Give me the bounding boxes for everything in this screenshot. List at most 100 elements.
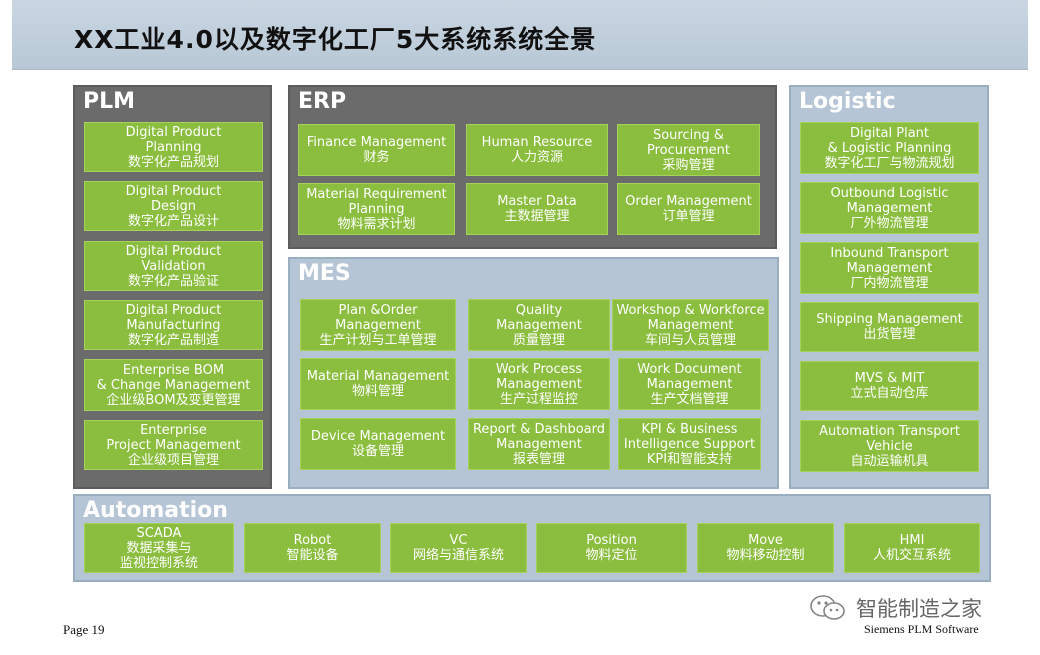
- title-bar: XX工业4.0以及数字化工厂5大系统系统全景: [12, 0, 1028, 70]
- box-zh-label: 报表管理: [512, 451, 565, 467]
- plm-box-bom: Enterprise BOM & Change Management 企业级BO…: [84, 359, 263, 411]
- logistic-box-mvs: MVS & MIT 立式自动仓库: [800, 361, 979, 411]
- logistic-box-shipping: Shipping Management 出货管理: [800, 302, 979, 352]
- erp-box-hr: Human Resource 人力资源: [466, 124, 608, 176]
- box-en-label: Automation Transport Vehicle: [819, 423, 960, 454]
- box-zh-label: 企业级项目管理: [127, 452, 219, 468]
- mes-box-quality: Quality Management 质量管理: [468, 299, 610, 351]
- box-en-label: Digital Product Validation: [125, 243, 222, 274]
- box-zh-label: 物料移动控制: [726, 548, 805, 563]
- box-zh-label: KPI和智能支持: [646, 451, 733, 467]
- watermark: 智能制造之家: [808, 591, 1018, 625]
- box-en-label: MVS & MIT: [854, 371, 925, 386]
- erp-box-order: Order Management 订单管理: [617, 183, 760, 235]
- box-zh-label: 数字化产品规划: [127, 154, 219, 170]
- box-zh-label: 财务: [363, 150, 390, 165]
- box-zh-label: 人力资源: [510, 150, 563, 165]
- box-zh-label: 厂内物流管理: [850, 275, 929, 291]
- box-zh-label: 出货管理: [863, 327, 916, 342]
- box-en-label: Shipping Management: [816, 312, 963, 327]
- page-number: Page 19: [63, 622, 105, 637]
- automation-box-vc: VC 网络与通信系统: [390, 523, 527, 573]
- box-en-label: Report & Dashboard Management: [472, 421, 606, 452]
- box-en-label: Work Document Management: [637, 361, 742, 392]
- box-en-label: Plan &Order Management: [335, 302, 421, 333]
- wechat-icon: [810, 595, 845, 620]
- box-en-label: SCADA: [136, 525, 182, 541]
- box-zh-label: 数字化产品制造: [127, 332, 219, 348]
- box-en-label: Material Requirement Planning: [306, 186, 447, 217]
- logistic-title: Logistic: [799, 89, 896, 114]
- mes-box-material: Material Management 物料管理: [300, 358, 456, 410]
- box-zh-label: 数字化工厂与物流规划: [824, 155, 955, 171]
- box-zh-label: 物料需求计划: [337, 216, 416, 232]
- automation-title: Automation: [83, 498, 228, 523]
- box-zh-label: 智能设备: [286, 548, 339, 563]
- mes-box-kpi: KPI & Business Intelligence Support KPI和…: [618, 418, 761, 470]
- erp-box-mrp: Material Requirement Planning 物料需求计划: [298, 183, 455, 235]
- box-zh-label: 质量管理: [512, 332, 565, 348]
- box-en-label: Enterprise BOM & Change Management: [96, 362, 251, 393]
- box-en-label: Outbound Logistic Management: [830, 185, 949, 216]
- box-zh-label: 主数据管理: [504, 209, 570, 224]
- box-en-label: HMI: [899, 533, 925, 548]
- box-en-label: Finance Management: [306, 135, 447, 150]
- box-zh-label: 自动运输机具: [850, 453, 929, 469]
- box-en-label: Enterprise Project Management: [106, 422, 241, 453]
- box-zh-label: 物料定位: [585, 548, 638, 563]
- erp-box-masterdata: Master Data 主数据管理: [466, 183, 608, 235]
- box-en-label: Sourcing & Procurement: [646, 127, 731, 158]
- box-en-label: Digital Product Design: [125, 183, 222, 214]
- plm-box-planning: Digital Product Planning 数字化产品规划: [84, 122, 263, 172]
- logistic-box-plant: Digital Plant & Logistic Planning 数字化工厂与…: [800, 122, 979, 174]
- mes-box-workshop: Workshop & Workforce Management 车间与人员管理: [612, 299, 769, 351]
- logistic-box-inbound: Inbound Transport Management 厂内物流管理: [800, 242, 979, 294]
- mes-box-document: Work Document Management 生产文档管理: [618, 358, 761, 410]
- box-zh-label: 人机交互系统: [872, 548, 951, 563]
- box-zh-label: 厂外物流管理: [850, 215, 929, 231]
- logistic-box-outbound: Outbound Logistic Management 厂外物流管理: [800, 182, 979, 234]
- box-zh-label: 数字化产品验证: [127, 273, 219, 289]
- mes-box-plan: Plan &Order Management 生产计划与工单管理: [300, 299, 456, 351]
- mes-title: MES: [298, 261, 351, 286]
- box-en-label: Work Process Management: [495, 361, 583, 392]
- box-zh-label: 立式自动仓库: [850, 386, 929, 401]
- box-en-label: Master Data: [497, 194, 577, 209]
- box-zh-label: 数据采集与 监视控制系统: [119, 540, 198, 571]
- automation-box-move: Move 物料移动控制: [697, 523, 834, 573]
- plm-box-manufacturing: Digital Product Manufacturing 数字化产品制造: [84, 300, 263, 350]
- box-zh-label: 生产过程监控: [499, 391, 578, 407]
- box-zh-label: 订单管理: [662, 209, 715, 224]
- company-name: Siemens PLM Software: [864, 622, 979, 636]
- automation-box-hmi: HMI 人机交互系统: [844, 523, 980, 573]
- automation-box-position: Position 物料定位: [536, 523, 687, 573]
- plm-title: PLM: [83, 89, 136, 114]
- logistic-box-vehicle: Automation Transport Vehicle 自动运输机具: [800, 420, 979, 472]
- box-en-label: Inbound Transport Management: [830, 245, 949, 276]
- automation-box-robot: Robot 智能设备: [244, 523, 381, 573]
- automation-box-scada: SCADA 数据采集与 监视控制系统: [84, 523, 234, 573]
- box-en-label: Robot: [293, 533, 332, 548]
- page-title: XX工业4.0以及数字化工厂5大系统系统全景: [74, 25, 597, 54]
- box-en-label: Order Management: [625, 194, 752, 209]
- box-en-label: Position: [586, 533, 637, 548]
- box-en-label: Device Management: [310, 429, 446, 444]
- mes-box-report: Report & Dashboard Management 报表管理: [468, 418, 610, 470]
- box-en-label: VC: [449, 533, 468, 548]
- mes-box-process: Work Process Management 生产过程监控: [468, 358, 610, 410]
- box-en-label: Workshop & Workforce Management: [616, 302, 765, 333]
- box-zh-label: 生产文档管理: [650, 391, 729, 407]
- watermark-text: 智能制造之家: [856, 597, 982, 621]
- box-zh-label: 物料管理: [351, 384, 404, 399]
- box-en-label: Quality Management: [496, 302, 582, 333]
- mes-box-device: Device Management 设备管理: [300, 418, 456, 470]
- erp-title: ERP: [298, 89, 347, 114]
- box-zh-label: 数字化产品设计: [127, 213, 219, 229]
- box-en-label: Digital Product Planning: [125, 124, 222, 155]
- box-en-label: Human Resource: [481, 135, 593, 150]
- plm-box-design: Digital Product Design 数字化产品设计: [84, 181, 263, 231]
- box-en-label: KPI & Business Intelligence Support: [623, 421, 756, 452]
- erp-box-procurement: Sourcing & Procurement 采购管理: [617, 124, 760, 176]
- plm-box-validation: Digital Product Validation 数字化产品验证: [84, 241, 263, 291]
- box-en-label: Digital Product Manufacturing: [125, 302, 222, 333]
